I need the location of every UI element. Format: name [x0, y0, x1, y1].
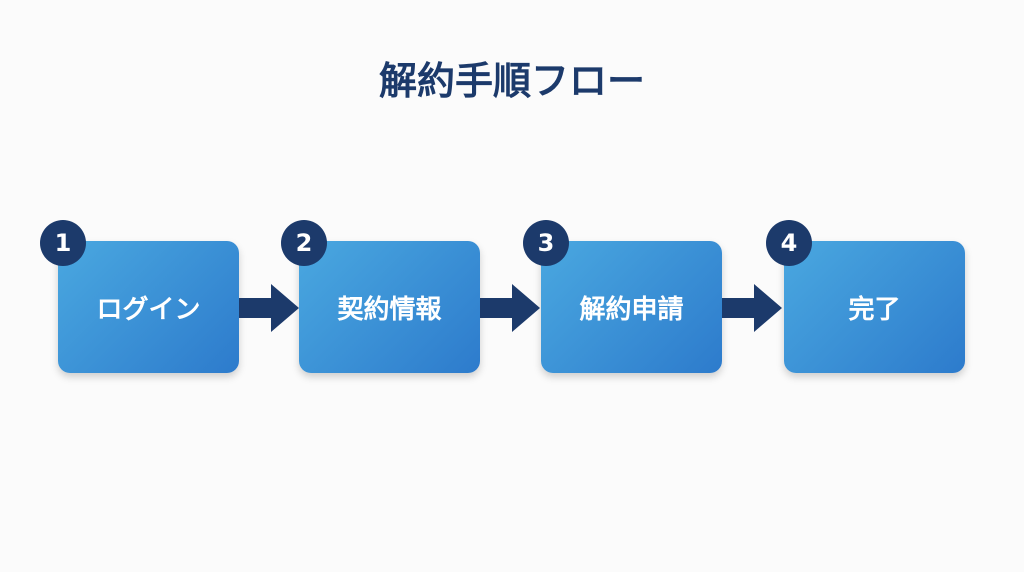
step-number-badge: 3 [523, 220, 569, 266]
arrow-right-icon [239, 284, 299, 332]
step-number-badge: 4 [766, 220, 812, 266]
step-box-1: ログイン [58, 241, 239, 373]
step-box-3: 解約申請 [541, 241, 722, 373]
step-box-4: 完了 [784, 241, 965, 373]
step-label: 契約情報 [337, 294, 442, 325]
arrow-right-icon [722, 284, 782, 332]
step-number-badge: 1 [40, 220, 86, 266]
step-label: 解約申請 [579, 294, 684, 325]
arrow-right-icon [480, 284, 540, 332]
step-box-2: 契約情報 [299, 241, 480, 373]
page-title: 解約手順フロー [378, 59, 645, 103]
step-label: ログイン [96, 294, 201, 325]
step-number-badge: 2 [281, 220, 327, 266]
step-label: 完了 [848, 294, 901, 325]
